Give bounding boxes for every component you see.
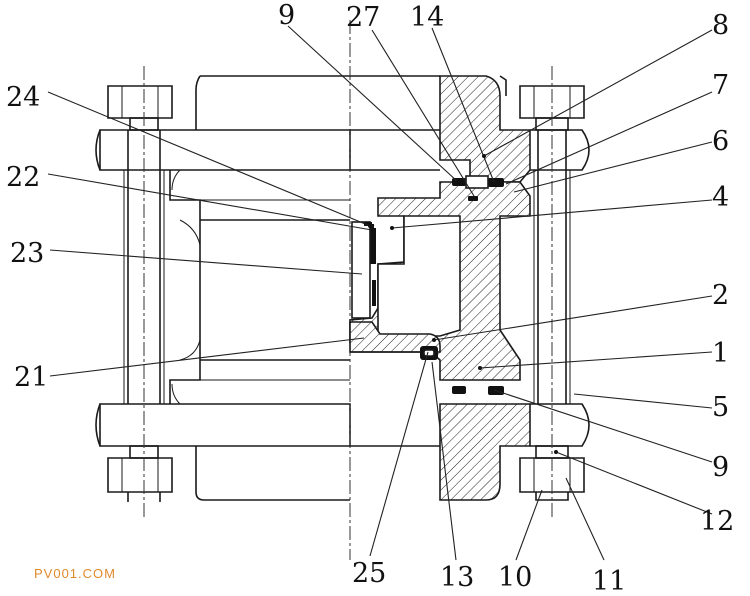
part-labels: 24 22 23 21 9 27 14 8 7 6 4 2 1 5 9 12 2…: [6, 0, 734, 596]
label-4: 4: [712, 182, 729, 213]
label-10: 10: [498, 562, 532, 593]
label-13: 13: [440, 562, 474, 593]
label-27: 27: [346, 2, 380, 33]
watermark: PV001.COM: [34, 566, 116, 581]
label-8: 8: [712, 10, 729, 41]
leader-lines: [47, 25, 713, 561]
label-9-top: 9: [278, 0, 295, 31]
label-9-bottom: 9: [712, 452, 729, 483]
label-21: 21: [14, 362, 48, 393]
left-exterior-view: [95, 66, 351, 520]
label-23: 23: [10, 238, 44, 269]
label-22: 22: [6, 162, 40, 193]
label-2: 2: [712, 280, 729, 311]
label-24: 24: [6, 82, 40, 113]
label-25: 25: [352, 558, 386, 589]
label-11: 11: [592, 566, 626, 596]
label-14: 14: [410, 2, 444, 33]
label-12: 12: [700, 506, 734, 537]
label-5: 5: [712, 392, 729, 423]
label-1: 1: [712, 338, 729, 369]
label-6: 6: [712, 126, 729, 157]
label-7: 7: [712, 70, 729, 101]
right-section-view: [349, 66, 590, 520]
